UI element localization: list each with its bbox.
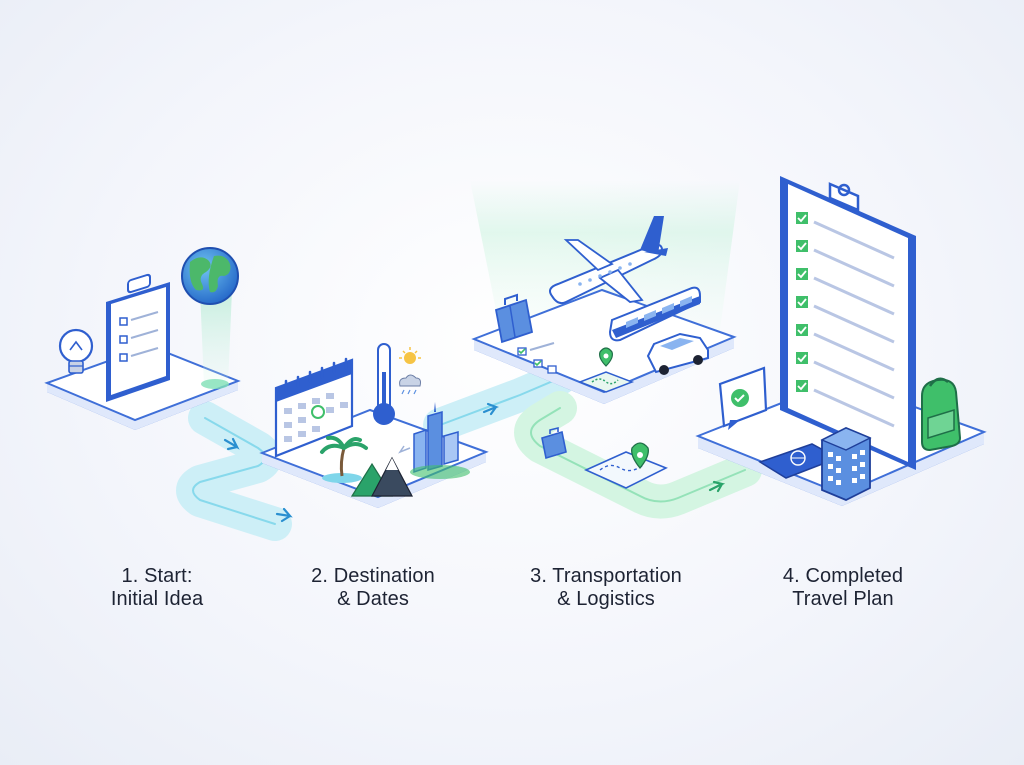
clipboard-icon (106, 273, 170, 402)
step-label-4: 4. Completed Travel Plan (782, 565, 904, 610)
thermometer-icon (373, 343, 395, 425)
train-icon (608, 286, 701, 342)
step-label-1: 1. Start: Initial Idea (110, 565, 204, 610)
arrow-icon (275, 507, 293, 523)
calendar-icon (274, 357, 354, 458)
checklist-icon (780, 176, 916, 470)
backpack-icon (921, 377, 962, 452)
car-icon (646, 332, 709, 375)
globe-icon (181, 247, 239, 305)
luggage-icon (541, 426, 567, 460)
sun-cloud-icon (399, 347, 421, 395)
step-label-2: 2. Destination & Dates (311, 565, 435, 610)
checklist-icon (517, 342, 557, 374)
step-label-3: 3. Transportation & Logistics (530, 565, 682, 610)
palm-tree-icon (320, 435, 368, 483)
lightbulb-icon (58, 328, 94, 374)
city-icon (410, 402, 470, 479)
message-check-icon (718, 366, 768, 430)
mountains-icon (350, 456, 413, 497)
arrow-icon (708, 480, 726, 493)
map-icon (577, 371, 635, 393)
map-icon (584, 451, 668, 489)
arrow-icon (223, 437, 240, 451)
hotel-icon (820, 427, 872, 501)
map-pin-icon (631, 442, 649, 470)
map-pin-icon (599, 347, 613, 367)
arrow-icon (482, 402, 499, 416)
luggage-icon (494, 293, 534, 344)
airplane-icon (549, 216, 668, 305)
